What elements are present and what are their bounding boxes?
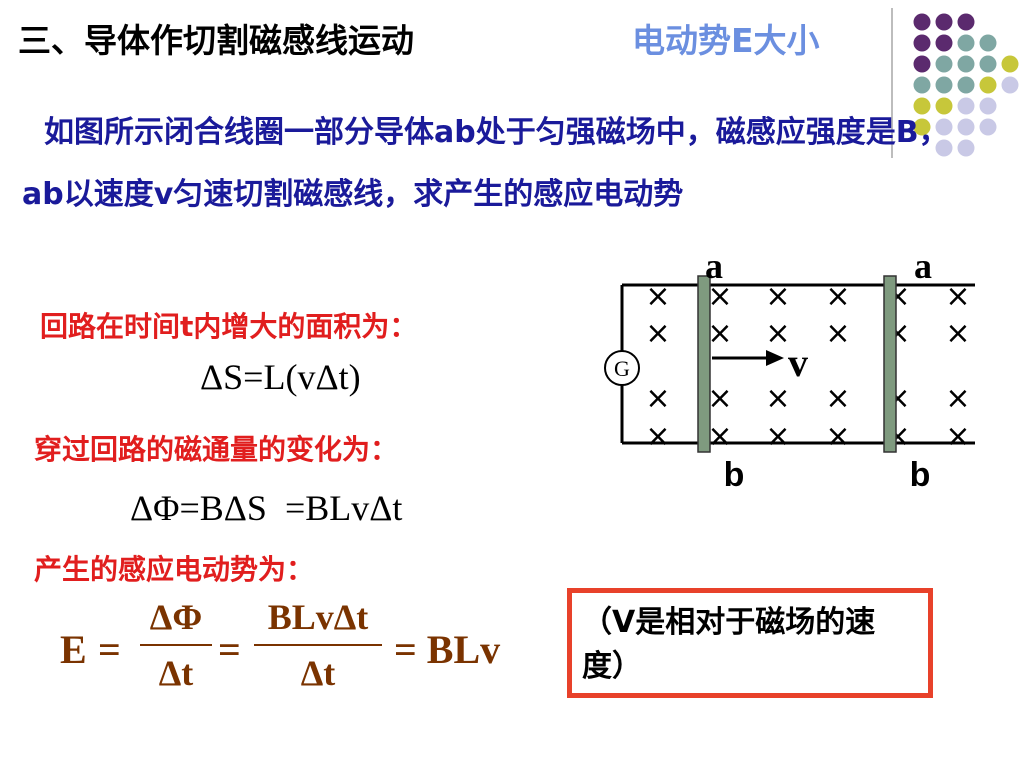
decor-dot (979, 118, 997, 136)
decor-dot (935, 76, 953, 94)
emf-equation: E = ΔΦ Δt = BLvΔt Δt = BLv (58, 596, 528, 706)
decor-dot (913, 34, 931, 52)
decor-dot (979, 34, 997, 52)
flux-formula: ΔΦ=BΔS =BLvΔt (130, 488, 403, 528)
decor-dot (913, 76, 931, 94)
label-a-right: a (914, 248, 932, 286)
decor-dot (979, 76, 997, 94)
emf-fraction-2: BLvΔt Δt (254, 596, 382, 694)
problem-statement: 如图所示闭合线圈一部分导体ab处于匀强磁场中，磁感应强度是B，ab以速度v匀速切… (22, 115, 949, 212)
rod-right (883, 275, 897, 453)
decor-dot (979, 55, 997, 73)
circuit-diagram: G ×××××××××××××××××××××××× v a a b b (604, 248, 975, 494)
fraction-1-bar (140, 644, 212, 646)
area-formula: ΔS=L(vΔt) (200, 357, 361, 397)
field-cross-mark: × (707, 316, 732, 351)
area-label: 回路在时间t内增大的面积为： (40, 310, 418, 343)
emf-result: = BLv (394, 627, 501, 672)
fraction-2-numerator: BLvΔt (267, 597, 369, 637)
decor-dot (935, 34, 953, 52)
emf-lhs: E (60, 627, 87, 672)
fraction-2-denominator: Δt (300, 653, 336, 693)
decor-dot (957, 13, 975, 31)
field-cross-mark: × (825, 279, 850, 314)
decor-dot (1001, 76, 1019, 94)
magnetic-field-crosses: ×××××××××××××××××××××××× (645, 279, 970, 454)
decor-dot (913, 118, 931, 136)
decor-dot (957, 118, 975, 136)
decor-dot (957, 55, 975, 73)
decor-dot (935, 139, 953, 157)
rod-left (697, 275, 711, 453)
field-cross-mark: × (765, 381, 790, 416)
field-cross-mark: × (645, 316, 670, 351)
velocity-arrowhead (766, 350, 784, 366)
decor-dot (935, 13, 953, 31)
field-cross-mark: × (707, 381, 732, 416)
fraction-2-bar (254, 644, 382, 646)
field-cross-mark: × (765, 419, 790, 454)
field-cross-mark: × (825, 419, 850, 454)
flux-label: 穿过回路的磁通量的变化为： (34, 433, 399, 466)
label-b-right: b (910, 456, 931, 494)
field-cross-mark: × (645, 419, 670, 454)
decor-dot (957, 97, 975, 115)
field-cross-mark: × (645, 381, 670, 416)
galvanometer-label: G (614, 356, 630, 381)
emf-eq2: = (218, 627, 241, 672)
emf-eq1: = (98, 627, 121, 672)
field-cross-mark: × (707, 419, 732, 454)
emf-label: 产生的感应电动势为： (34, 553, 315, 586)
slide-subtitle: 电动势E大小 (632, 21, 820, 60)
galvanometer-icon (604, 350, 640, 386)
field-cross-mark: × (825, 381, 850, 416)
decor-dot (935, 118, 953, 136)
decor-dot (957, 34, 975, 52)
velocity-note: （V是相对于磁场的速度） (567, 588, 933, 698)
decor-dot (957, 139, 975, 157)
field-cross-mark: × (707, 279, 732, 314)
emf-fraction-1: ΔΦ Δt (140, 596, 212, 694)
velocity-label: v (788, 340, 808, 385)
fraction-1-denominator: Δt (158, 653, 194, 693)
header-divider (891, 8, 893, 158)
decor-dot (979, 97, 997, 115)
slide-title: 三、导体作切割磁感线运动 (18, 21, 414, 60)
field-cross-mark: × (945, 419, 970, 454)
field-cross-mark: × (645, 279, 670, 314)
decor-dot (935, 97, 953, 115)
label-b-left: b (724, 456, 745, 494)
label-a-left: a (705, 248, 723, 286)
field-cross-mark: × (765, 279, 790, 314)
field-cross-mark: × (945, 381, 970, 416)
fraction-1-numerator: ΔΦ (149, 597, 203, 637)
field-cross-mark: × (945, 279, 970, 314)
decor-dot (935, 55, 953, 73)
field-cross-mark: × (765, 316, 790, 351)
decor-dot (913, 13, 931, 31)
decorative-dot-grid (913, 13, 1019, 157)
decor-dot (957, 76, 975, 94)
decor-dot (913, 55, 931, 73)
field-cross-mark: × (825, 316, 850, 351)
decor-dot (1001, 55, 1019, 73)
field-cross-mark: × (945, 316, 970, 351)
decor-dot (913, 97, 931, 115)
